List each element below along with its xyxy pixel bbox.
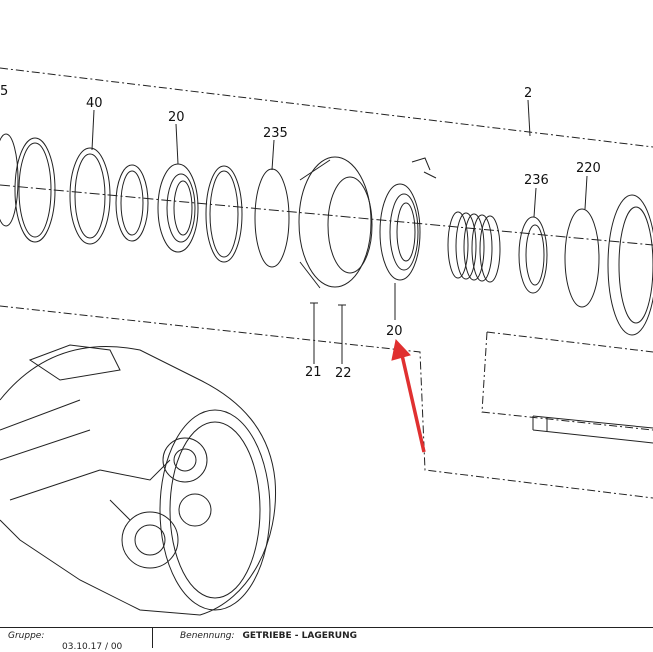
housing-right: [607, 194, 653, 336]
ring-part-5c: [18, 142, 52, 238]
dashed-boundary-bottom: [0, 305, 653, 499]
oring-part-235: [254, 168, 290, 268]
callout-2: 2: [524, 86, 532, 101]
ring-part-unlabeled-inner: [209, 170, 239, 258]
screw-part-21: [310, 302, 318, 312]
leader-lines: [91, 99, 588, 364]
ring-small: [115, 164, 149, 242]
oring-part-220: [564, 208, 600, 308]
bracket-small-parts: [411, 157, 437, 179]
callout-235: 235: [263, 126, 288, 141]
callout-20-top: 20: [168, 110, 185, 125]
callout-22: 22: [335, 366, 352, 381]
benennung-value: GETRIEBE - LAGERUNG: [242, 631, 358, 641]
callout-5: 5: [0, 84, 8, 99]
gruppe-value: 03.10.17 / 00: [62, 642, 123, 652]
bearing-part-20-right: [379, 183, 421, 281]
gruppe-label: Gruppe:: [8, 631, 45, 641]
flange-housing: [298, 156, 372, 288]
ring-part-5b: [14, 137, 56, 243]
callout-236: 236: [524, 173, 549, 188]
ring-part-40-inner: [74, 153, 106, 239]
ring-part-236: [518, 216, 548, 294]
callout-40: 40: [86, 96, 103, 111]
flange-housing-body: [299, 159, 331, 289]
housing-right-inner: [618, 206, 653, 324]
screw-part-22: [338, 304, 346, 314]
bearing-part-20-left-core: [173, 180, 193, 236]
flange-housing-bore: [327, 176, 373, 274]
dashed-boundary-shaft: [481, 331, 653, 431]
callout-20-bottom: 20: [386, 324, 403, 339]
callout-21: 21: [305, 365, 322, 380]
gearbox-assembly-illustration: [0, 344, 277, 616]
benennung-label: Benennung:: [180, 631, 235, 641]
ring-part-unlabeled: [205, 165, 243, 263]
ring-part-40: [69, 147, 111, 245]
spring-pack: [447, 211, 501, 283]
shaft: [532, 415, 653, 444]
ring-small-inner: [120, 170, 144, 236]
dashed-boundary-top: [0, 67, 653, 148]
callout-220: 220: [576, 161, 601, 176]
footer-divider: [152, 628, 153, 648]
red-pointer-arrow: [391, 338, 426, 453]
center-axis: [0, 184, 653, 246]
ring-part-5: [0, 133, 19, 227]
title-block-footer: Gruppe: 03.10.17 / 00 Benennung: GETRIEBE…: [0, 627, 653, 652]
ring-part-236-inner: [525, 224, 545, 286]
bearing-part-20-right-inner: [389, 193, 419, 271]
benennung-field: Benennung: GETRIEBE - LAGERUNG: [180, 631, 357, 641]
bearing-part-20-left-inner: [166, 173, 196, 243]
bearing-part-20-right-core: [396, 202, 416, 262]
